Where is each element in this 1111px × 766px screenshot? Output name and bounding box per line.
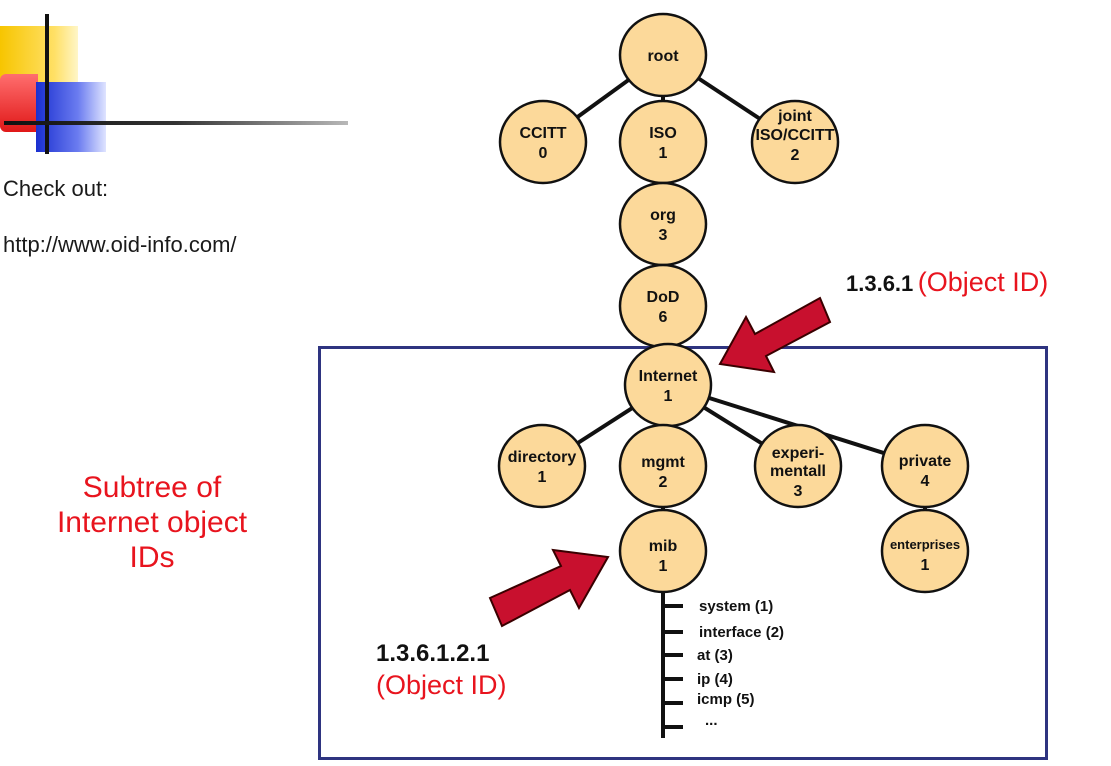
node-org-name: org: [650, 207, 676, 224]
node-enterprises: [880, 508, 970, 594]
oid-info-link[interactable]: http://www.oid-info.com/: [3, 232, 237, 257]
mib-leaf-list: system (1) interface (2) at (3) ip (4) i…: [697, 598, 784, 729]
check-out-label: Check out:: [3, 176, 109, 201]
node-ccitt-name: CCITT: [519, 125, 566, 142]
node-mgmt-name: mgmt: [641, 454, 685, 471]
leaf-icmp: icmp (5): [697, 691, 755, 708]
node-joint-name-1: joint: [777, 108, 812, 125]
node-experimental-name-2: mentall: [770, 463, 826, 480]
node-mgmt-id: 2: [659, 474, 668, 491]
logo-vertical-line: [45, 14, 49, 154]
node-org: [618, 181, 708, 267]
node-joint-id: 2: [791, 147, 800, 164]
node-org-id: 3: [659, 227, 668, 244]
leaf-ellipsis: ...: [705, 712, 718, 729]
node-labels: root CCITT 0 ISO 1 joint ISO/CCITT 2 org…: [508, 48, 960, 575]
node-internet-name: Internet: [639, 368, 698, 385]
node-joint: [750, 99, 840, 185]
mib-pointer-arrow: [488, 548, 610, 628]
node-private-name: private: [899, 453, 952, 470]
node-dod-id: 6: [659, 309, 668, 326]
node-ccitt-id: 0: [539, 145, 548, 162]
node-experimental-id: 3: [794, 483, 803, 500]
node-enterprises-id: 1: [921, 557, 930, 574]
node-mgmt: [618, 423, 708, 509]
node-internet: [623, 342, 713, 428]
leaf-interface: interface (2): [699, 624, 784, 641]
internet-oid-tag: (Object ID): [917, 267, 1049, 297]
node-experimental: [753, 423, 843, 509]
node-joint-name-2: ISO/CCITT: [755, 127, 834, 144]
subtree-caption: Subtree of Internet object IDs: [22, 470, 282, 575]
tree-nodes: [497, 12, 970, 594]
node-root: [618, 12, 708, 98]
node-directory: [497, 423, 587, 509]
node-mib-id: 1: [659, 558, 668, 575]
node-enterprises-name: enterprises: [890, 537, 960, 552]
node-directory-id: 1: [538, 469, 547, 486]
internet-oid-annotation: 1.3.6.1 (Object ID): [846, 267, 1048, 298]
node-directory-name: directory: [508, 449, 577, 466]
leaf-at: at (3): [697, 647, 733, 664]
mib-oid-tag: (Object ID): [376, 670, 507, 700]
leaf-system: system (1): [699, 598, 773, 615]
title-underline: [4, 121, 348, 125]
caption-line-1: Subtree of: [82, 471, 222, 504]
internet-oid-number: 1.3.6.1: [846, 271, 914, 296]
node-internet-id: 1: [664, 388, 673, 405]
caption-line-3: IDs: [129, 541, 175, 574]
caption-line-2: Internet object: [56, 506, 248, 539]
node-root-name: root: [647, 48, 679, 65]
mib-oid-number: 1.3.6.1.2.1: [376, 640, 490, 667]
node-private-id: 4: [921, 473, 930, 490]
node-mib: [618, 508, 708, 594]
node-iso: [618, 99, 708, 185]
node-mib-name: mib: [649, 538, 678, 555]
internet-pointer-arrow: [718, 296, 832, 374]
node-experimental-name-1: experi-: [772, 445, 824, 462]
node-dod-name: DoD: [647, 289, 680, 306]
leaf-ip: ip (4): [697, 671, 733, 688]
node-iso-id: 1: [659, 145, 668, 162]
node-dod: [618, 263, 708, 349]
node-ccitt: [498, 99, 588, 185]
node-private: [880, 423, 970, 509]
node-iso-name: ISO: [649, 125, 677, 142]
mib-oid-annotation: 1.3.6.1.2.1 (Object ID): [376, 640, 507, 701]
